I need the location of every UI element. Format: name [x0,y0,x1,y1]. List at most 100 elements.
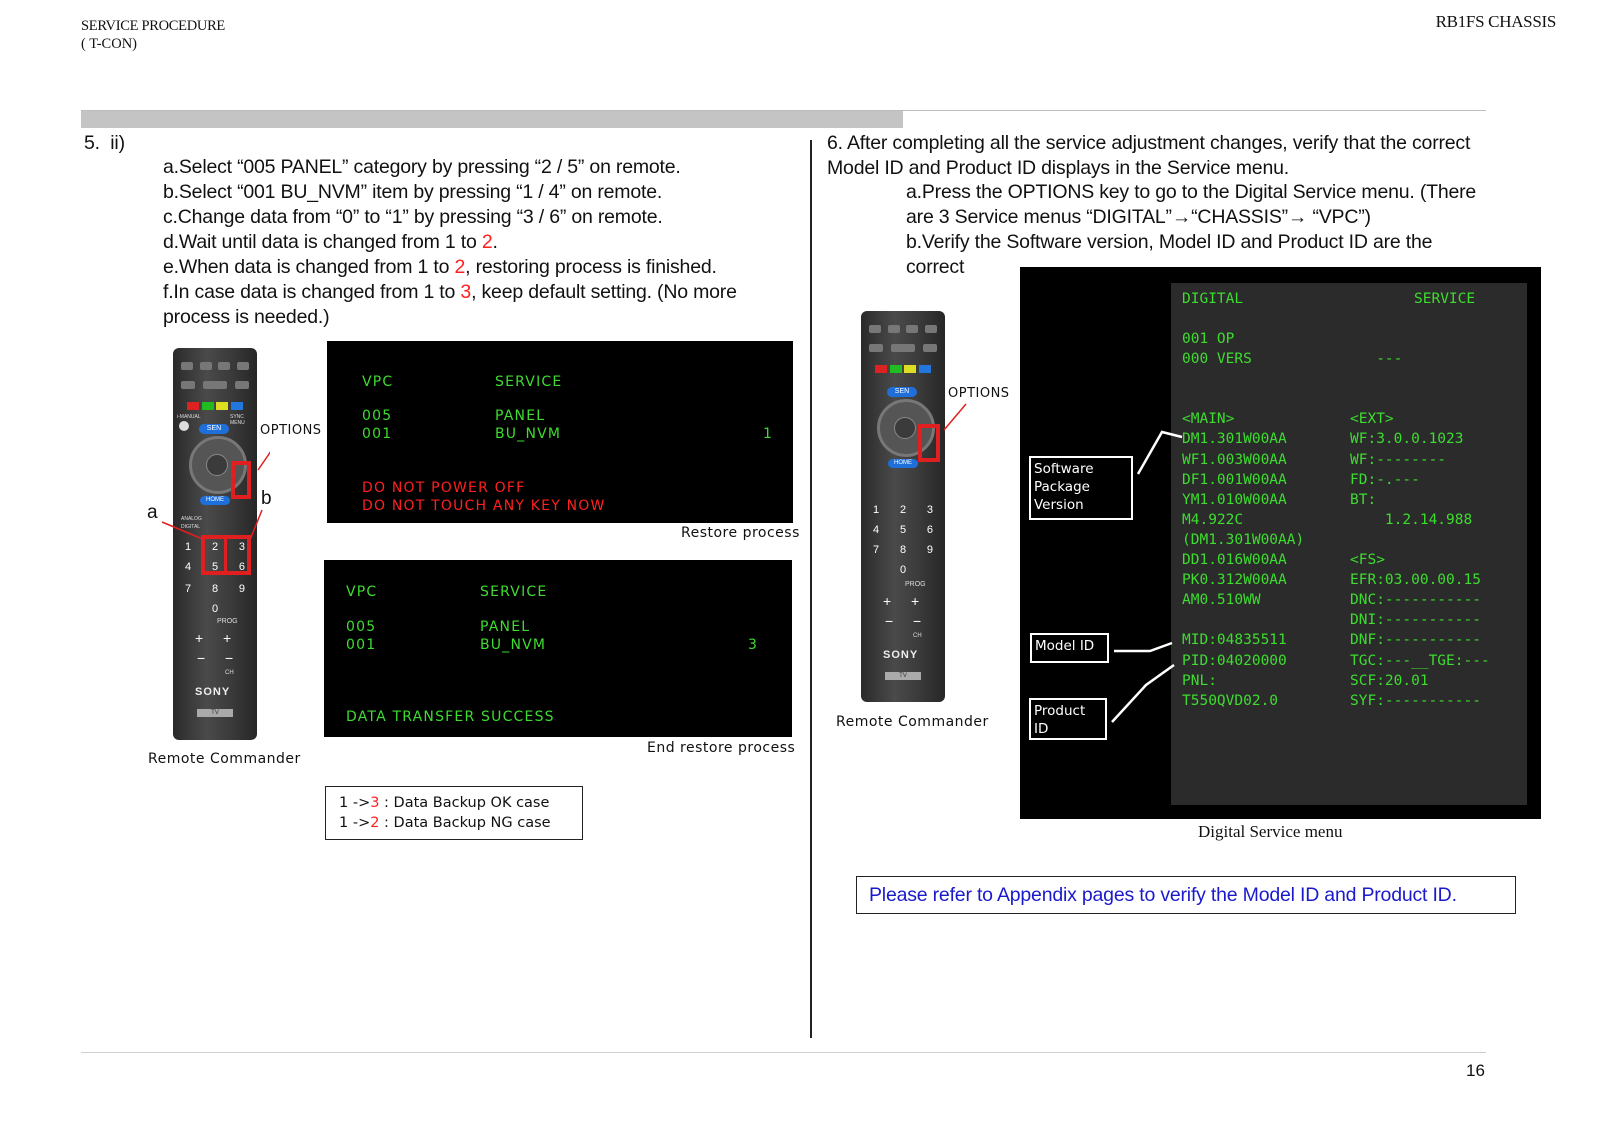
screen2-bunvm: BU_NVM [480,637,547,653]
menu-row-ext: <FS> [1350,552,1385,569]
legend-ng-num: 2 [370,815,380,831]
restore-screen: VPC SERVICE 005 PANEL 001 BU_NVM 1 DO NO… [327,341,793,523]
key-4: 4 [185,561,192,573]
menu-row-main: 001 OP [1182,331,1235,347]
sony-logo-r: SONY [883,649,919,661]
menu-row-main: YM1.010W00AA [1182,491,1287,508]
tv-badge: TV [197,709,233,717]
ch-label-r: CH [913,633,922,639]
key-5: 5 [211,561,219,573]
backup-legend: 1 -> 3 : Data Backup OK case 1 ->2 : Data… [325,786,583,840]
step-6-line2: Model ID and Product ID displays in the … [827,157,1289,179]
screen1-001: 001 [362,426,393,442]
menu-row-ext: DNF:----------- [1350,632,1481,649]
step-6a-line2: are 3 Service menus “DIGITAL”→“CHASSIS”→… [906,206,1371,228]
menu-row-ext: FD:-.--- [1350,471,1420,488]
menu-row-main: PNL: [1182,672,1217,689]
menu-row-main: DF1.001W00AA [1182,471,1287,488]
menu-row-main: (DM1.301W00AA) [1182,531,1305,548]
screen1-005: 005 [362,408,393,424]
key-2: 2 [211,541,219,553]
end-restore-caption: End restore process [647,740,796,756]
menu-row-main: T550QVD02.0 [1182,692,1279,709]
key-6: 6 [238,561,245,573]
home-button-r: HOME [888,459,918,468]
ch-label: CH [225,670,234,676]
menu-row-ext: --- [1350,351,1403,368]
sen-button-r: SEN [887,387,917,397]
volume-plus-icon: + [195,630,204,646]
step-a: a.Select “005 PANEL” category by pressin… [163,156,681,178]
step-6a-line1: a.Press the OPTIONS key to go to the Dig… [906,181,1477,203]
volume-minus-icon: − [197,650,206,666]
step-c: c.Change data from “0” to “1” by pressin… [163,206,663,228]
options-label-left: OPTIONS [260,423,322,438]
transport-row-r1 [869,325,937,335]
key-8: 8 [211,583,219,595]
prog-label-r: PROG [905,581,926,588]
step-6-line1: 6. After completing all the service adju… [827,132,1471,154]
menu-row-ext: <EXT> [1350,411,1394,428]
legend-ng-text: : Data Backup NG case [379,815,551,831]
prog-minus-icon-r: − [913,613,922,629]
appendix-note: Please refer to Appendix pages to verify… [856,876,1516,914]
step-6b-line1: b.Verify the Software version, Model ID … [906,231,1433,253]
remote-caption-left: Remote Commander [148,751,301,767]
legend-ok-num: 3 [370,795,380,811]
prog-plus-icon: + [223,630,232,646]
key-3: 3 [238,541,245,553]
step-d-text: d.Wait until data is changed from 1 to [163,231,482,253]
step-f-end: , keep default setting. (No more [471,281,737,303]
menu-row-main: 000 VERS [1182,351,1252,368]
pointer-line-right [943,403,967,431]
step-f: f.In case data is changed from 1 to 3, k… [163,280,803,305]
dpad-center-r [894,417,916,439]
transport-row-r2 [869,344,937,354]
step-f-line2: process is needed.) [163,306,330,328]
header-bar [81,111,903,128]
key-r-0: 0 [899,564,907,576]
label-a: a [147,502,158,523]
header-chassis: RB1FS CHASSIS [1435,12,1557,31]
screen1-vpc: VPC [362,374,394,390]
software-package-callout: Software Package Version [1029,456,1133,520]
screen1-panel: PANEL [495,408,546,424]
transport-row-2 [181,381,249,391]
key-1: 1 [185,541,192,553]
options-key-highlight-right [918,424,940,462]
screen1-warning-1: DO NOT POWER OFF [362,480,526,496]
key-r-1: 1 [873,504,880,516]
step-d: d.Wait until data is changed from 1 to 2… [163,230,803,255]
volume-plus-icon-r: + [883,593,892,609]
screen2-005: 005 [346,619,377,635]
key-9: 9 [238,583,245,595]
dpad-ring [189,436,247,494]
step-e-end: , restoring process is finished. [465,256,717,278]
key-r-4: 4 [873,524,880,536]
step-6b-line2: correct [906,256,965,278]
sony-logo: SONY [195,686,231,698]
screen2-value: 3 [748,637,759,653]
volume-minus-icon-r: − [885,613,894,629]
home-button: HOME [200,496,230,505]
menu-row-ext: SCF:20.01 [1350,672,1429,689]
menu-row-ext: TGC:---__TGE:--- [1350,652,1490,669]
menu-row-ext: SYF:----------- [1350,692,1481,709]
header-left-line1: SERVICE PROCEDURE [81,18,225,34]
model-id-callout: Model ID [1030,633,1109,663]
prog-label: PROG [217,618,238,625]
end-restore-screen: VPC SERVICE 005 PANEL 001 BU_NVM 3 DATA … [324,560,792,737]
sen-button: SEN [199,424,229,434]
step-d-num: 2 [481,231,493,253]
menu-row-ext: EFR:03.00.00.15 [1350,572,1481,589]
legend-ng-pre: 1 -> [339,815,371,831]
screen2-status: DATA TRANSFER SUCCESS [346,709,555,725]
keys-2-3-divider [224,535,227,575]
legend-ng: 1 ->2 : Data Backup NG case [339,813,582,833]
color-keys [187,402,243,411]
legend-ok-text: : Data Backup OK case [379,795,550,811]
screen1-warning-2: DO NOT TOUCH ANY KEY NOW [362,498,606,514]
color-keys-r [875,365,931,374]
